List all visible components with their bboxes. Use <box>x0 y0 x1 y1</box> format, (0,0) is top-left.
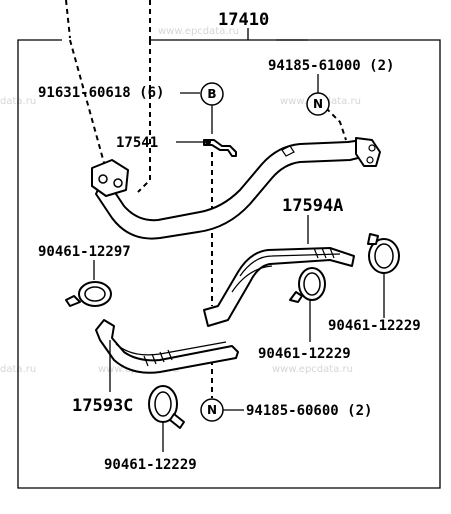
pipe-c <box>95 319 239 374</box>
dashed-line <box>69 39 107 171</box>
marker-b: B <box>200 82 224 106</box>
dashed-line <box>65 0 71 39</box>
pipe-a-part-number: 17594A <box>282 196 343 216</box>
pipe-c-part-number: 17593C <box>72 396 133 416</box>
marker-n: N <box>200 398 224 422</box>
bolt-part-number: 91631-60618 (6) <box>38 85 164 101</box>
watermark: www.epcdata.ru <box>158 26 239 37</box>
exhaust-pipe <box>91 137 381 240</box>
assembly-part-number: 17410 <box>218 10 269 30</box>
clamp-right <box>367 233 400 274</box>
clamp-left-part-number: 90461-12297 <box>38 244 131 260</box>
marker-n: N <box>306 92 330 116</box>
pipe-a <box>203 247 355 327</box>
svg-text:N: N <box>207 403 217 417</box>
clamp-bottom-part-number: 90461-12229 <box>104 457 197 473</box>
stud-part-number: 17541 <box>116 135 158 151</box>
svg-text:B: B <box>207 87 216 101</box>
stud-part <box>203 139 237 157</box>
nut-part-number: 94185-61000 (2) <box>268 58 394 74</box>
dashed-line <box>325 107 347 141</box>
clamp-mid <box>289 267 326 303</box>
clamp-left <box>65 281 112 307</box>
svg-text:N: N <box>313 97 323 111</box>
assembly-frame <box>17 39 441 489</box>
clamp-right-part-number: 90461-12229 <box>328 318 421 334</box>
nut-bottom-part-number: 94185-60600 (2) <box>246 403 372 419</box>
clamp-bottom <box>148 385 185 429</box>
clamp-mid-part-number: 90461-12229 <box>258 346 351 362</box>
dashed-line <box>137 40 151 193</box>
watermark: www.epcdata.ru <box>272 364 353 375</box>
